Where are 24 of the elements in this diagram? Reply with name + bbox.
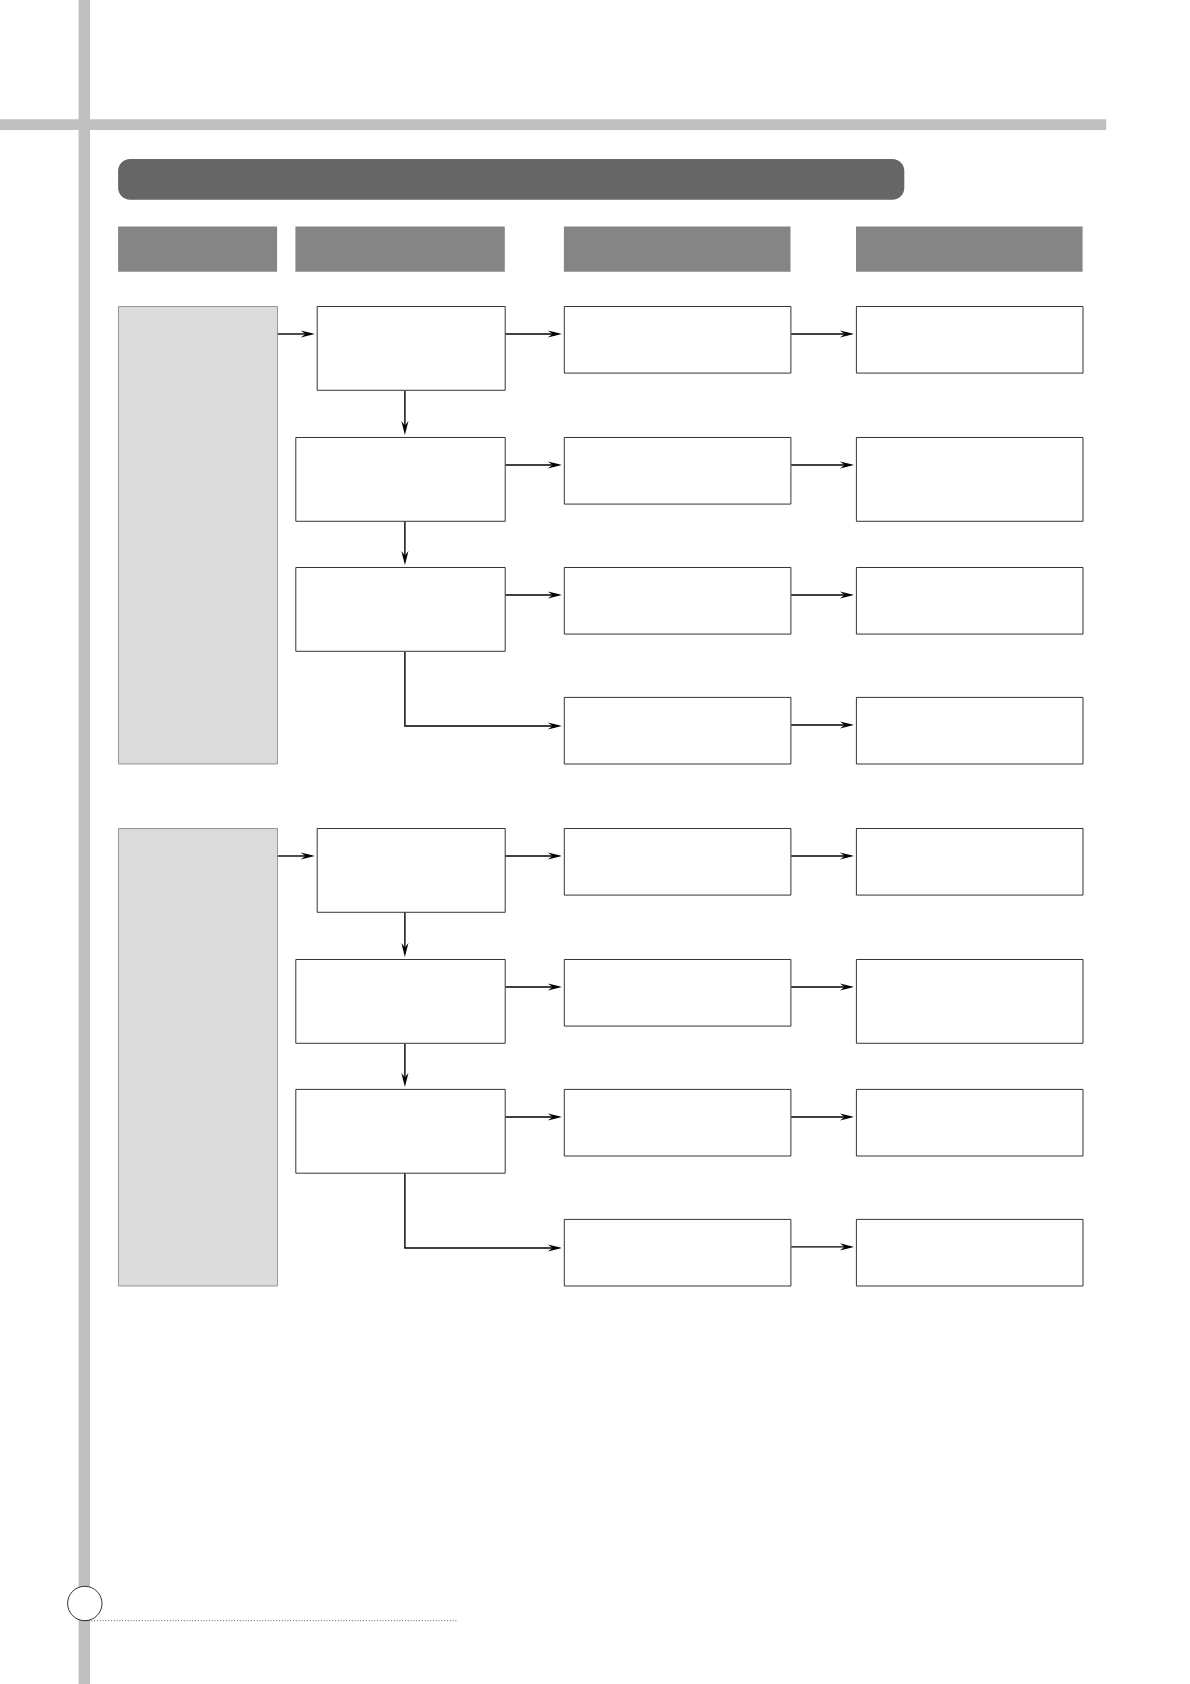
process-box (563, 697, 792, 765)
process-box (856, 567, 1084, 635)
process-box (295, 567, 506, 652)
process-box (856, 959, 1084, 1044)
process-box (563, 1089, 792, 1157)
process-box (316, 306, 506, 391)
process-box (563, 306, 792, 374)
side-panel (118, 306, 278, 765)
process-box (295, 1089, 506, 1174)
process-box (856, 697, 1084, 765)
process-box (295, 437, 506, 522)
process-box (856, 437, 1084, 522)
process-box (563, 1219, 792, 1287)
process-box (295, 959, 506, 1044)
process-box (856, 828, 1084, 896)
process-box (316, 828, 506, 913)
process-box (563, 959, 792, 1027)
side-panel (118, 828, 278, 1287)
process-box (856, 1089, 1084, 1157)
process-box (563, 567, 792, 635)
process-box (563, 437, 792, 505)
process-box (856, 1219, 1084, 1287)
process-box (563, 828, 792, 896)
process-box (856, 306, 1084, 374)
